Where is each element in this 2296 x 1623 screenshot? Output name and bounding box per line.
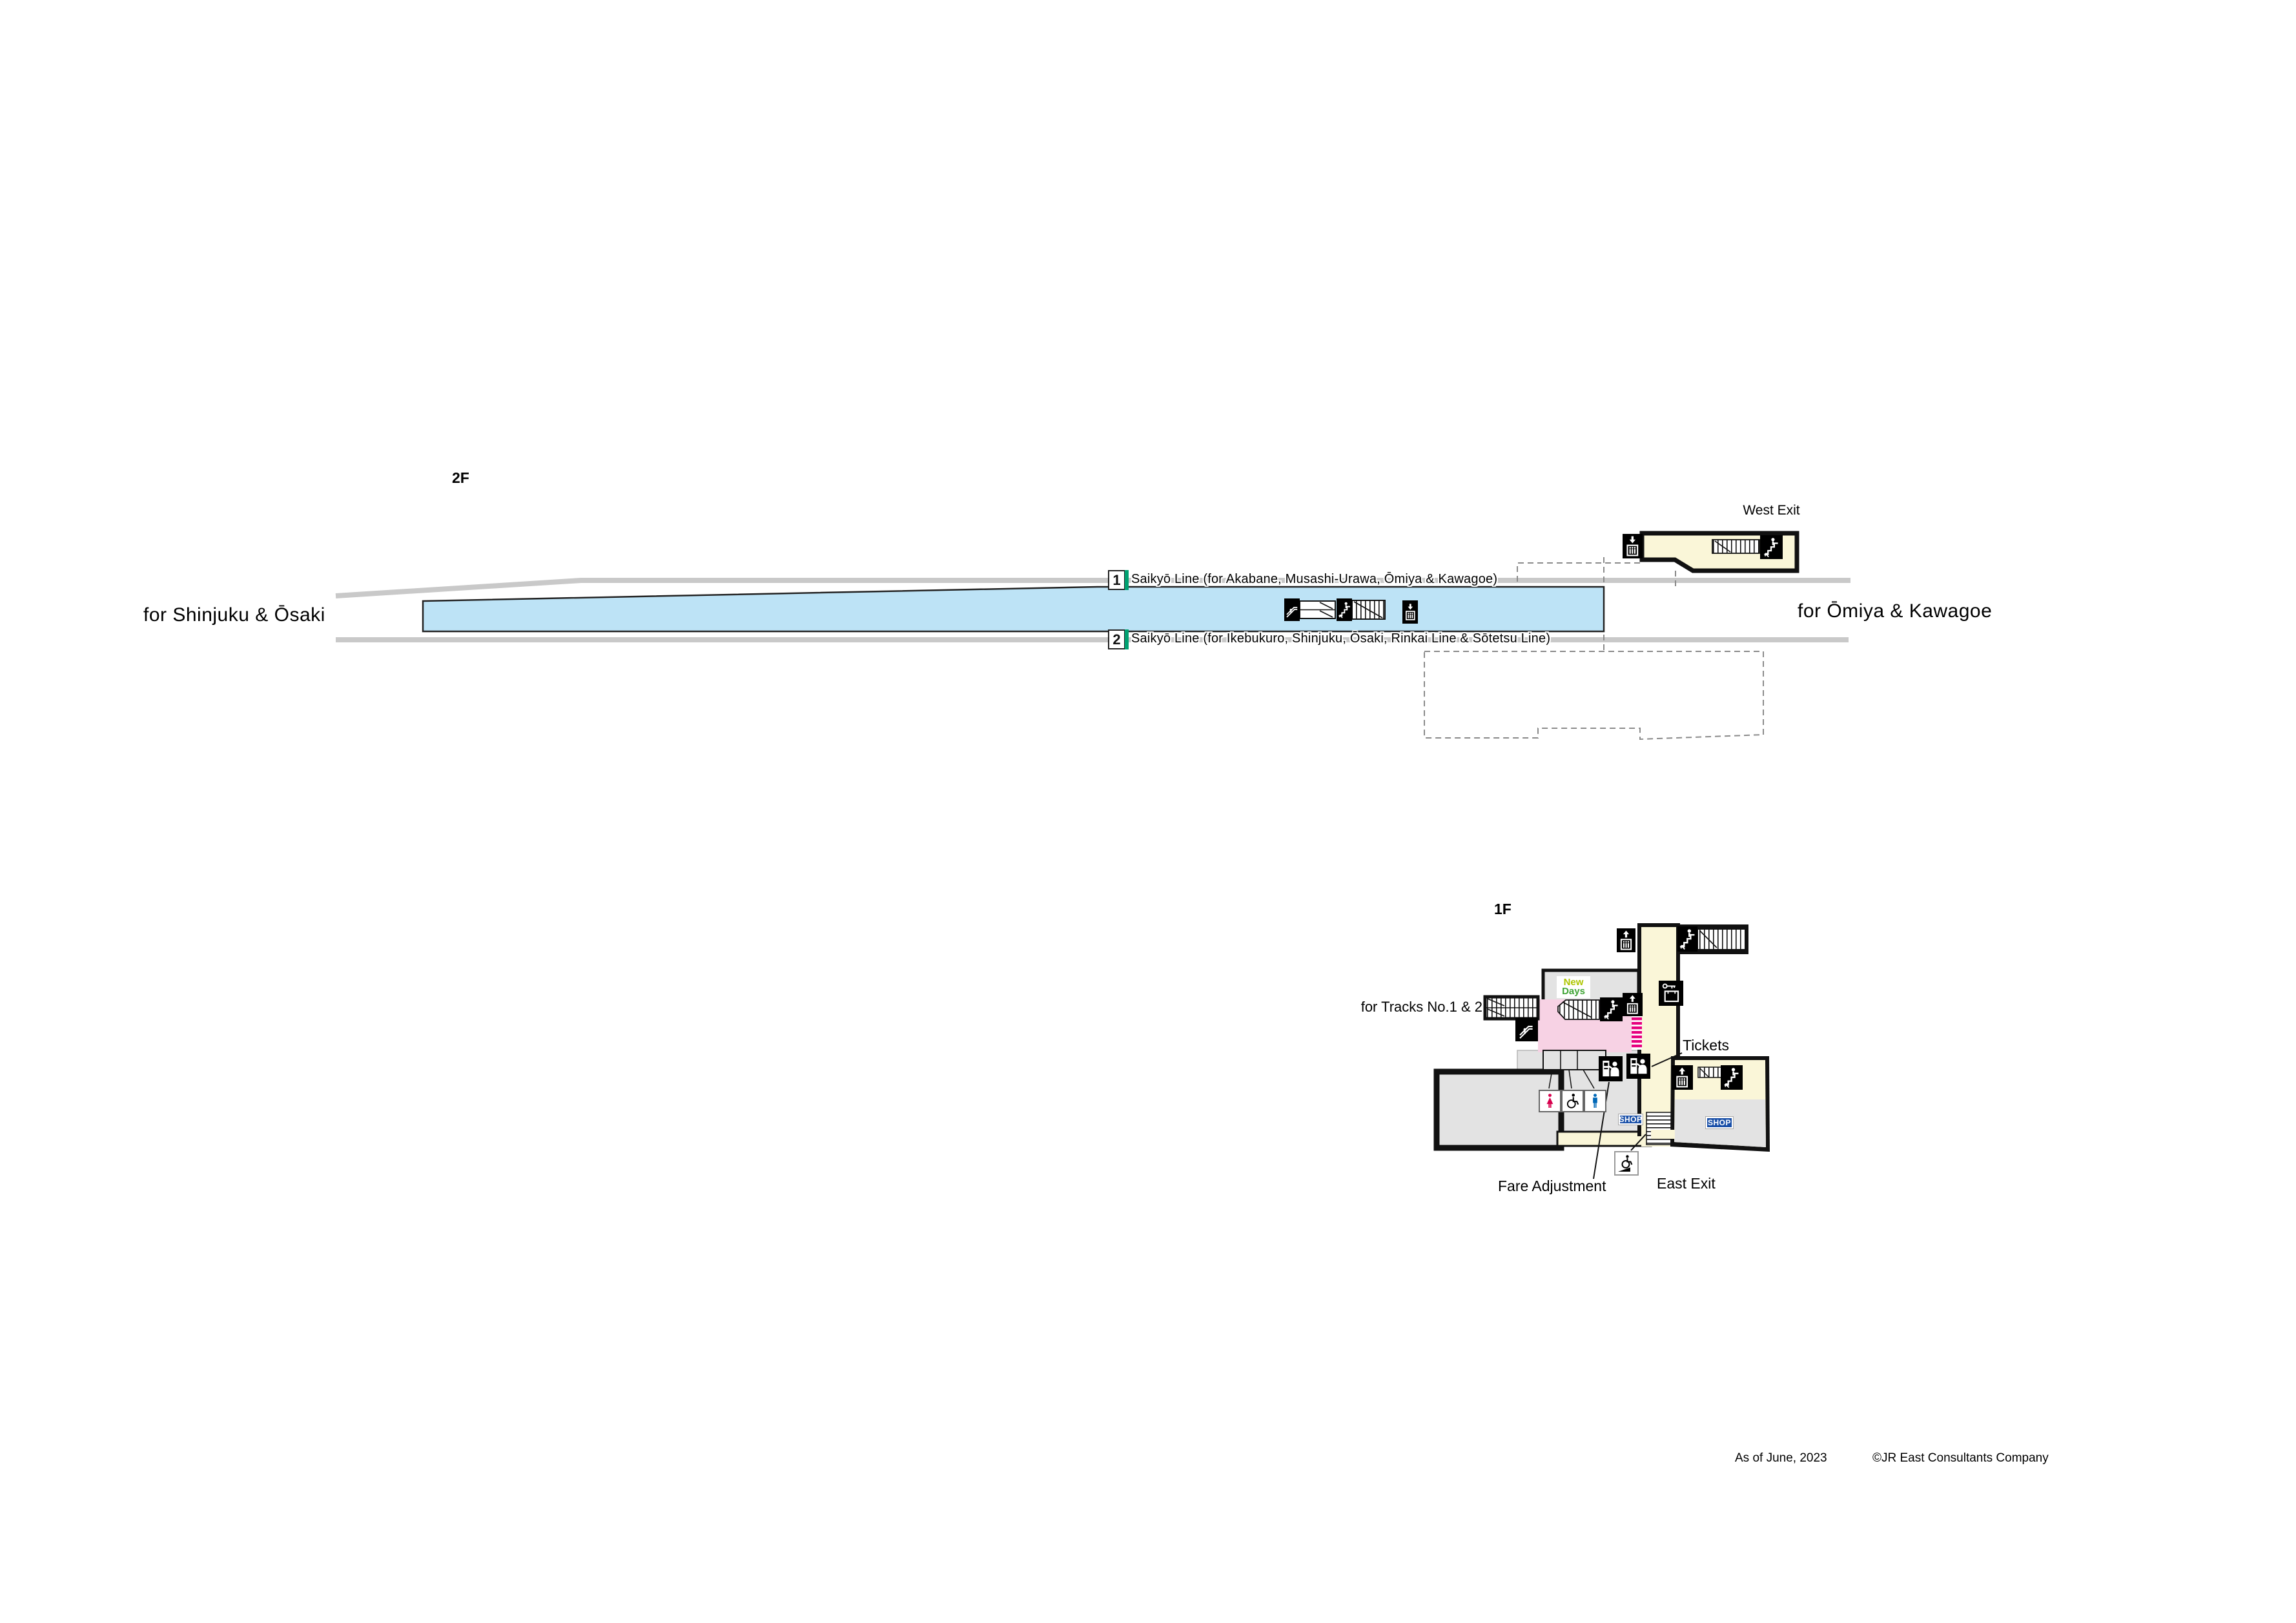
men-restroom-icon xyxy=(1584,1090,1606,1112)
elevator-up-icon xyxy=(1623,993,1643,1016)
platform-escalator-drawing xyxy=(1299,600,1336,619)
elevator-up-icon xyxy=(1617,928,1635,952)
stairs-icon xyxy=(1721,1065,1743,1090)
track-2-name: Saikyō Line (for Ikebukuro, Shinjuku, Ōs… xyxy=(1131,631,1551,646)
direction-east-label: for Ōmiya & Kawagoe xyxy=(1798,600,1993,622)
accessible-restroom-icon xyxy=(1561,1090,1584,1112)
track-1-line xyxy=(335,578,1850,598)
track-1-number: 1 xyxy=(1112,571,1121,588)
label-leader-lines xyxy=(1593,1052,1683,1179)
tickets-label: Tickets xyxy=(1683,1037,1729,1054)
stairs-icon xyxy=(1677,926,1697,952)
ticket-machine-icon xyxy=(1626,1054,1650,1079)
direction-west-label: for Shinjuku & Ōsaki xyxy=(143,604,325,626)
tracks-access-stairway-drawing xyxy=(1483,995,1540,1021)
east-exit-stairs-drawing xyxy=(1646,1112,1673,1145)
as-of-date: As of June, 2023 xyxy=(1735,1451,1827,1465)
shop-badge: SHOP xyxy=(1705,1116,1734,1129)
shop-badge: SHOP xyxy=(1618,1114,1643,1125)
dashed-building-footprint xyxy=(1424,557,1764,740)
elevator-down-icon xyxy=(1623,534,1643,558)
newdays-logo-line1: New xyxy=(1563,977,1584,988)
platform-stairway-drawing xyxy=(1351,600,1386,620)
stairs-icon xyxy=(1337,598,1352,621)
wheelchair-ramp-icon xyxy=(1614,1151,1639,1176)
tracks-access-label: for Tracks No.1 & 2 xyxy=(1360,999,1482,1015)
east-building-shape xyxy=(1651,1056,1770,1152)
track-1-badge: 1 xyxy=(1108,570,1129,590)
floor-1f-label: 1F xyxy=(1494,901,1512,917)
track-1-line-color-bar xyxy=(1125,570,1129,590)
central-corridor-shape xyxy=(1637,923,1680,1147)
coin-lockers-icon xyxy=(1659,981,1683,1006)
ticket-gates xyxy=(1632,1016,1642,1050)
track-1-name: Saikyō Line (for Akabane, Musashi-Urawa,… xyxy=(1131,572,1498,586)
fare-adjustment-label: Fare Adjustment xyxy=(1498,1178,1606,1194)
track-2-line-color-bar xyxy=(1125,629,1129,649)
newdays-logo-line2: Days xyxy=(1562,986,1585,997)
fare-adjustment-machine-icon xyxy=(1599,1056,1623,1081)
platform-shape xyxy=(422,586,1605,633)
escalator-icon xyxy=(1515,1017,1538,1041)
east-exit-label: East Exit xyxy=(1657,1175,1716,1192)
stairs-icon xyxy=(1600,997,1623,1021)
track-2-badge: 2 xyxy=(1108,629,1129,649)
newdays-shop-logo: New Days xyxy=(1557,976,1590,998)
floor-2f-label: 2F xyxy=(452,469,469,486)
escalator-icon xyxy=(1284,598,1300,621)
west-exit-label: West Exit xyxy=(1743,503,1800,518)
stairs-icon xyxy=(1760,535,1783,559)
women-restroom-icon xyxy=(1539,1090,1561,1112)
track-2-number: 2 xyxy=(1112,631,1121,648)
concourse-stairway-drawing xyxy=(1557,999,1600,1020)
west-exit-corridor-shape xyxy=(1639,531,1799,573)
copyright-credit: ©JR East Consultants Company xyxy=(1872,1451,2049,1465)
elevator-up-icon xyxy=(1672,1065,1693,1090)
elevator-down-icon xyxy=(1402,600,1418,624)
